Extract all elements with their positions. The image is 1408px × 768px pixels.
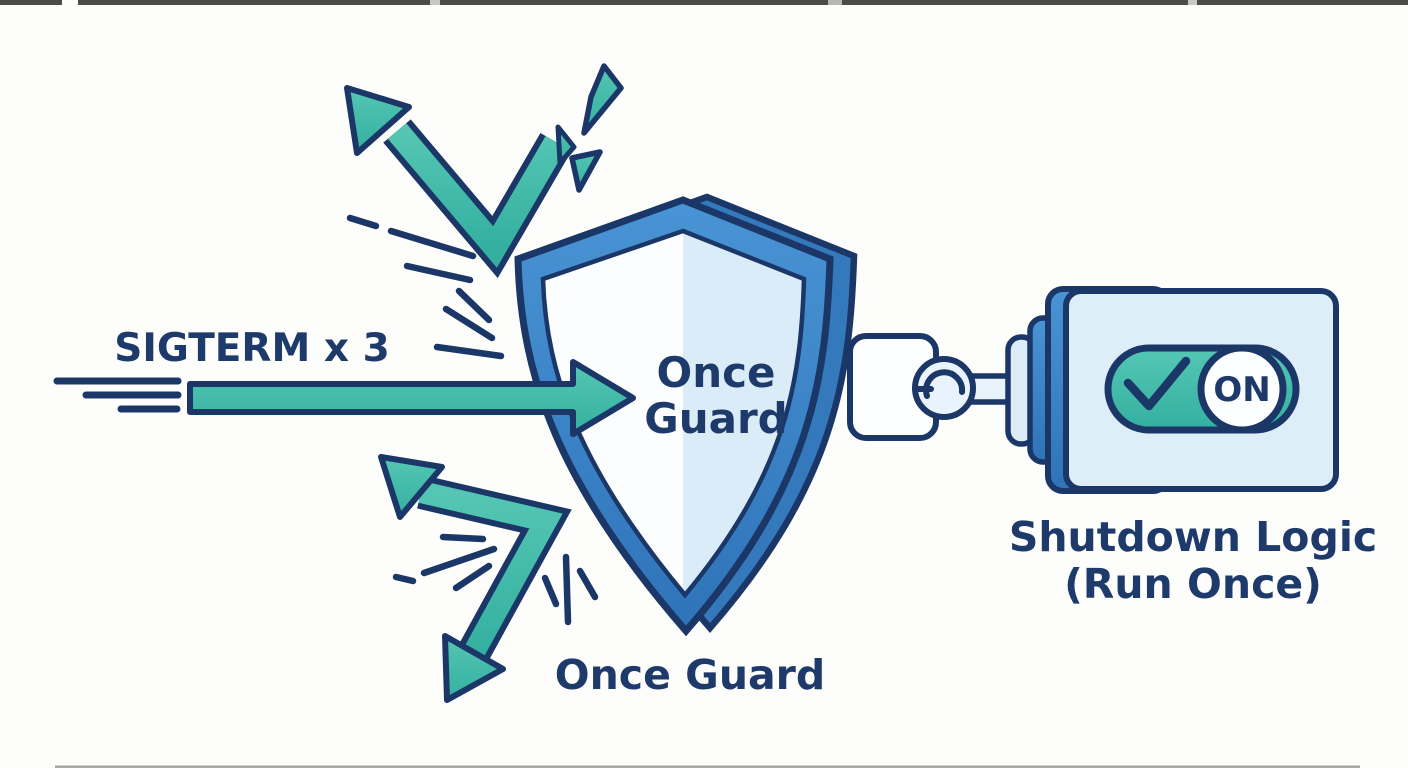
shutdown-box: ON	[1045, 286, 1339, 494]
deflected-arrow-bottom-icon	[378, 454, 572, 703]
impact-lines-upper	[346, 214, 477, 284]
shield-inner-border	[540, 228, 807, 599]
toggle-knob	[1197, 344, 1287, 434]
arrowhead-up-left	[378, 454, 445, 520]
deflected-arrow-top-icon	[344, 85, 577, 279]
impact-lines-mid	[433, 287, 505, 360]
toggle-switch-icon: ON	[1104, 344, 1300, 434]
motion-lines	[53, 377, 182, 413]
sigterm-arrow-icon	[187, 359, 636, 437]
debris-shards-icon	[569, 63, 624, 193]
sigterm-label: SIGTERM x 3	[114, 326, 389, 371]
box-label-line1: Shutdown Logic	[1009, 513, 1377, 561]
bottom-edge-artifact	[55, 765, 1360, 768]
checkmark-icon	[1123, 356, 1191, 411]
shield-inner-panel-shade	[683, 231, 804, 595]
impact-lines-lower-left	[392, 533, 498, 592]
shield-label-line2: Guard	[644, 394, 788, 443]
toggle-on-label: ON	[1213, 370, 1270, 410]
shield-label-line1: Once	[657, 348, 776, 397]
box-label-line2: (Run Once)	[1064, 560, 1322, 608]
top-edge-artifact	[0, 0, 1408, 5]
arrowhead-top	[344, 85, 412, 156]
impact-lines-lower-right	[541, 553, 599, 626]
arrow-tail-notch	[555, 124, 577, 166]
shield-icon: Once Guard	[514, 193, 858, 637]
arrowhead-down-left	[442, 633, 506, 703]
shield-caption: Once Guard	[555, 651, 826, 699]
connector-link-icon	[912, 315, 1061, 465]
